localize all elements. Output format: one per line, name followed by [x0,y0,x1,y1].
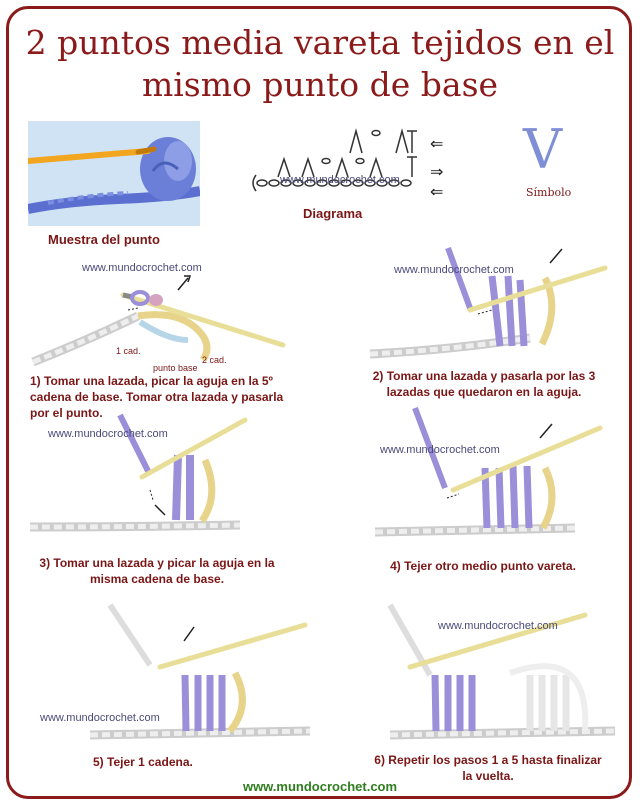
step-4-illustration [374,406,603,537]
arrow-right-icon: ⇒ [430,164,444,181]
stitch-diagram [252,128,417,192]
watermark: www.mundocrochet.com [394,264,514,276]
watermark: www.mundocrochet.com [82,262,202,274]
step-1-text: 1) Tomar una lazada, picar la aguja en l… [30,374,284,420]
sample-illustration [28,121,200,226]
stitch-symbol: V [523,118,562,181]
page-title: 2 puntos media vareta tejidos en el mism… [0,22,640,106]
step-6-text: 6) Repetir los pasos 1 a 5 hasta finaliz… [374,753,602,783]
label-1-cad: 1 cad. [116,346,141,356]
step-6-illustration [387,603,616,740]
step-3-illustration [29,413,248,532]
diagram-caption: Diagrama [303,206,363,221]
diagram-watermark: www.mundocrochet.com [280,174,400,186]
sample-caption: Muestra del punto [48,232,160,247]
symbol-caption: Símbolo [526,186,572,199]
step-1-illustration [31,275,286,367]
step-3-text: 3) Tomar una lazada y picar la aguja en … [39,556,275,586]
stitch-sample-photo [28,121,200,226]
arrow-left-icon: ⇐ [430,136,444,153]
watermark: www.mundocrochet.com [380,444,500,456]
step-5-text: 5) Tejer 1 cadena. [93,755,193,769]
step-4-text: 4) Tejer otro medio punto vareta. [390,559,576,573]
watermark: www.mundocrochet.com [40,712,160,724]
title-line-2: mismo punto de base [141,65,499,104]
watermark: www.mundocrochet.com [438,620,558,632]
title-line-1: 2 puntos media vareta tejidos en el [25,23,615,62]
label-punto-base: punto base [153,363,198,373]
arrow-left-icon: ⇐ [430,184,444,201]
footer-url[interactable]: www.mundocrochet.com [242,779,398,794]
step-5-illustration [89,603,311,740]
label-2-cad: 2 cad. [202,355,227,365]
step-2-illustration [369,246,608,359]
step-2-text: 2) Tomar una lazada y pasarla por las 3 … [372,369,596,399]
watermark: www.mundocrochet.com [48,428,168,440]
